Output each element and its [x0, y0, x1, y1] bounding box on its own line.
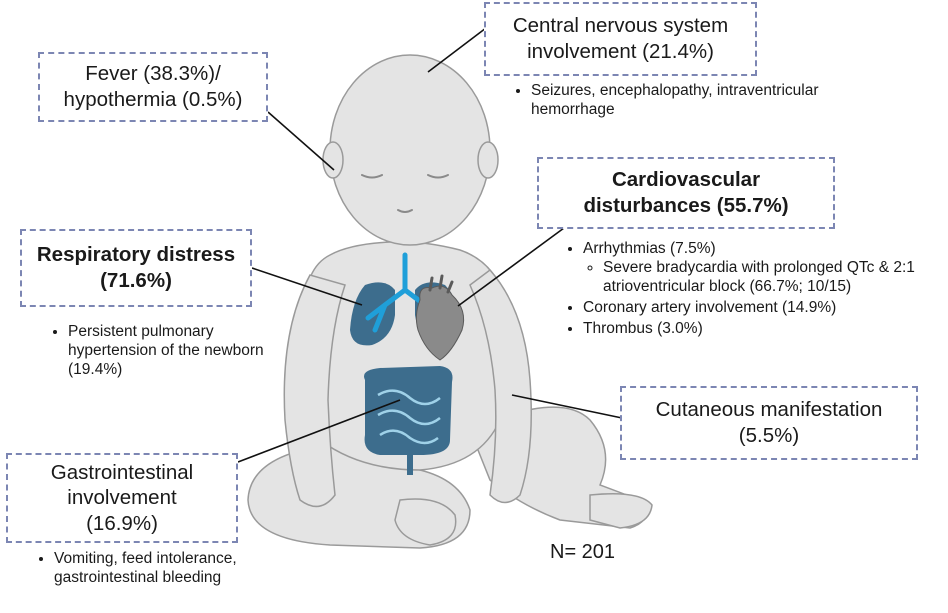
gi-bullet: Vomiting, feed intolerance, gastrointest… [54, 550, 284, 588]
gi-box: Gastrointestinal involvement (16.9%) [6, 453, 238, 543]
infant-body [247, 54, 653, 549]
cardio-sub-bullet: Severe bradycardia with prolonged QTc & … [603, 259, 948, 297]
sample-size-label: N= 201 [550, 541, 616, 563]
intestines-icon [364, 366, 453, 475]
cutaneous-title-line1: Cutaneous manifestation [655, 398, 883, 422]
respiratory-bullets: Persistent pulmonary hypertension of the… [50, 323, 268, 382]
connector-cns [427, 27, 487, 73]
fever-title-line2: hypothermia (0.5%) [63, 88, 243, 111]
cns-bullet: Seizures, encephalopathy, intraventricul… [531, 82, 891, 120]
cardio-bullet-thrombus: Thrombus (3.0%) [583, 320, 948, 339]
gi-title-line2: involvement [67, 486, 177, 510]
cardio-bullet-arrhythmias: Arrhythmias (7.5%) Severe bradycardia wi… [583, 240, 948, 297]
gi-title-line3: (16.9%) [86, 511, 158, 535]
cardio-box: Cardiovascular disturbances (55.7%) [537, 157, 835, 229]
connector-lines [237, 27, 623, 463]
cardio-bullet-coronary: Coronary artery involvement (14.9%) [583, 299, 948, 318]
heart-icon [415, 274, 465, 361]
respiratory-title-line1: Respiratory distress [36, 243, 236, 267]
respiratory-box: Respiratory distress (71.6%) [20, 229, 252, 307]
cardio-sub-bullets: Severe bradycardia with prolonged QTc & … [583, 259, 948, 297]
connector-cutaneous [511, 394, 623, 419]
cns-box: Central nervous system involvement (21.4… [484, 2, 757, 76]
gi-title-line1: Gastrointestinal [50, 460, 194, 484]
cns-bullets: Seizures, encephalopathy, intraventricul… [513, 82, 891, 122]
connector-gi [237, 399, 401, 463]
fever-box: Fever (38.3%)/ hypothermia (0.5%) [38, 52, 268, 122]
cardio-title-line1: Cardiovascular [611, 168, 761, 192]
cutaneous-title-line2: (5.5%) [738, 424, 800, 447]
cutaneous-box: Cutaneous manifestation (5.5%) [620, 386, 918, 460]
cardio-bullets: Arrhythmias (7.5%) Severe bradycardia wi… [565, 240, 948, 341]
cns-title-line2: involvement (21.4%) [527, 40, 714, 63]
connector-cardio [457, 227, 565, 307]
cardio-bullet-arrhythmias-text: Arrhythmias (7.5%) [583, 240, 716, 257]
cardio-title-line2: disturbances (55.7%) [583, 194, 789, 217]
connector-fever [267, 111, 335, 171]
gi-bullets: Vomiting, feed intolerance, gastrointest… [36, 550, 284, 590]
respiratory-title-line2: (71.6%) [100, 269, 172, 292]
respiratory-bullet: Persistent pulmonary hypertension of the… [68, 323, 268, 380]
connector-respiratory [251, 267, 363, 306]
cns-title-line1: Central nervous system [512, 14, 729, 38]
fever-title-line1: Fever (38.3%)/ [85, 62, 221, 86]
face-features [361, 174, 449, 213]
